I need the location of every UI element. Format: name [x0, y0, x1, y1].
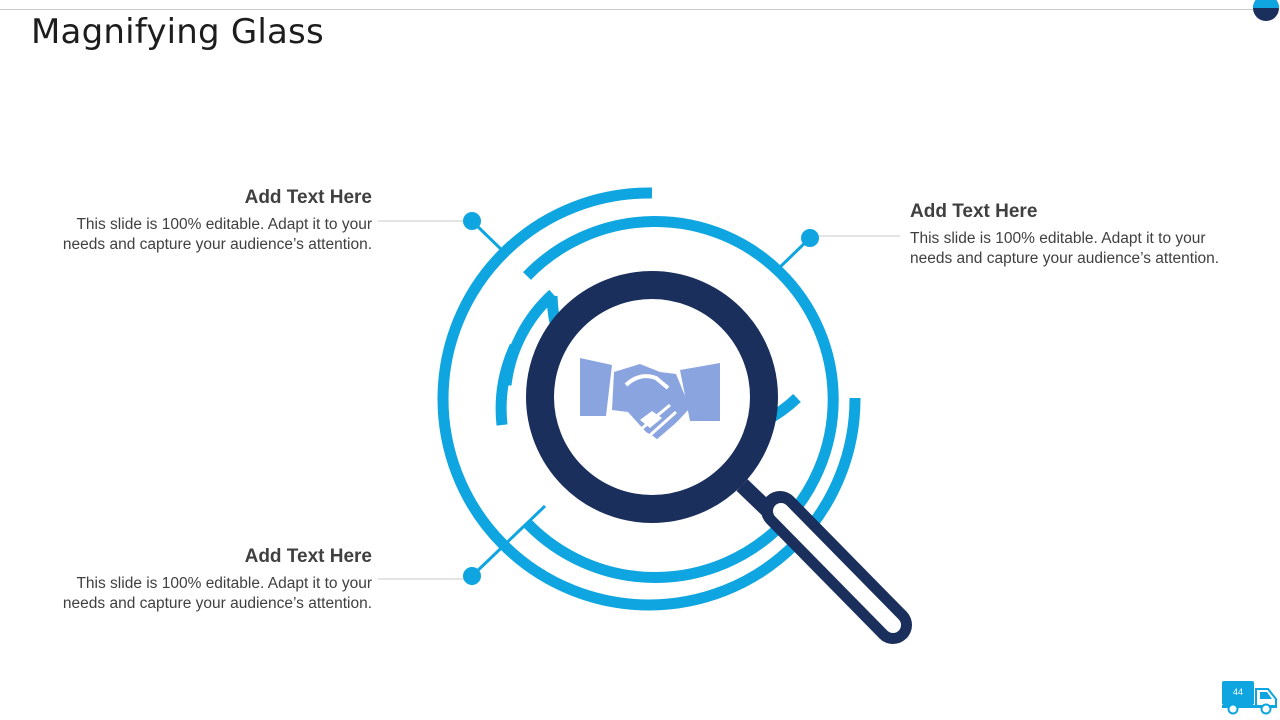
- connector-bottom-left: [470, 504, 547, 578]
- connector-dots: [463, 212, 819, 585]
- ring-second: [523, 215, 839, 583]
- text-block-body: This slide is 100% editable. Adapt it to…: [62, 216, 372, 253]
- delivery-truck-icon: [1222, 681, 1277, 715]
- text-block-right-top: Add Text Here This slide is 100% editabl…: [910, 201, 1240, 269]
- text-block-heading: Add Text Here: [244, 187, 372, 208]
- page-title: Magnifying Glass: [31, 12, 324, 52]
- connector-dot-top-right: [801, 229, 819, 247]
- text-block-heading: Add Text Here: [244, 546, 372, 567]
- magnifier-handle-inner: [773, 503, 901, 633]
- page-number: 44: [1232, 687, 1243, 697]
- magnifying-glass-icon: [526, 271, 912, 644]
- connector-dot-bottom-left: [463, 567, 481, 585]
- text-block-body: This slide is 100% editable. Adapt it to…: [910, 230, 1220, 267]
- connector-leaders: [378, 220, 900, 580]
- text-block-heading: Add Text Here: [910, 201, 1038, 222]
- text-block-left-bottom: Add Text Here This slide is 100% editabl…: [42, 546, 372, 614]
- corner-circle-decoration: [1253, 0, 1279, 21]
- text-block-body: This slide is 100% editable. Adapt it to…: [62, 575, 372, 612]
- top-divider-line: [0, 9, 1262, 10]
- ring-third-top: [500, 289, 557, 386]
- handshake-icon: [580, 358, 720, 444]
- text-block-left-top: Add Text Here This slide is 100% editabl…: [42, 187, 372, 255]
- connector-dot-top-left: [463, 212, 481, 230]
